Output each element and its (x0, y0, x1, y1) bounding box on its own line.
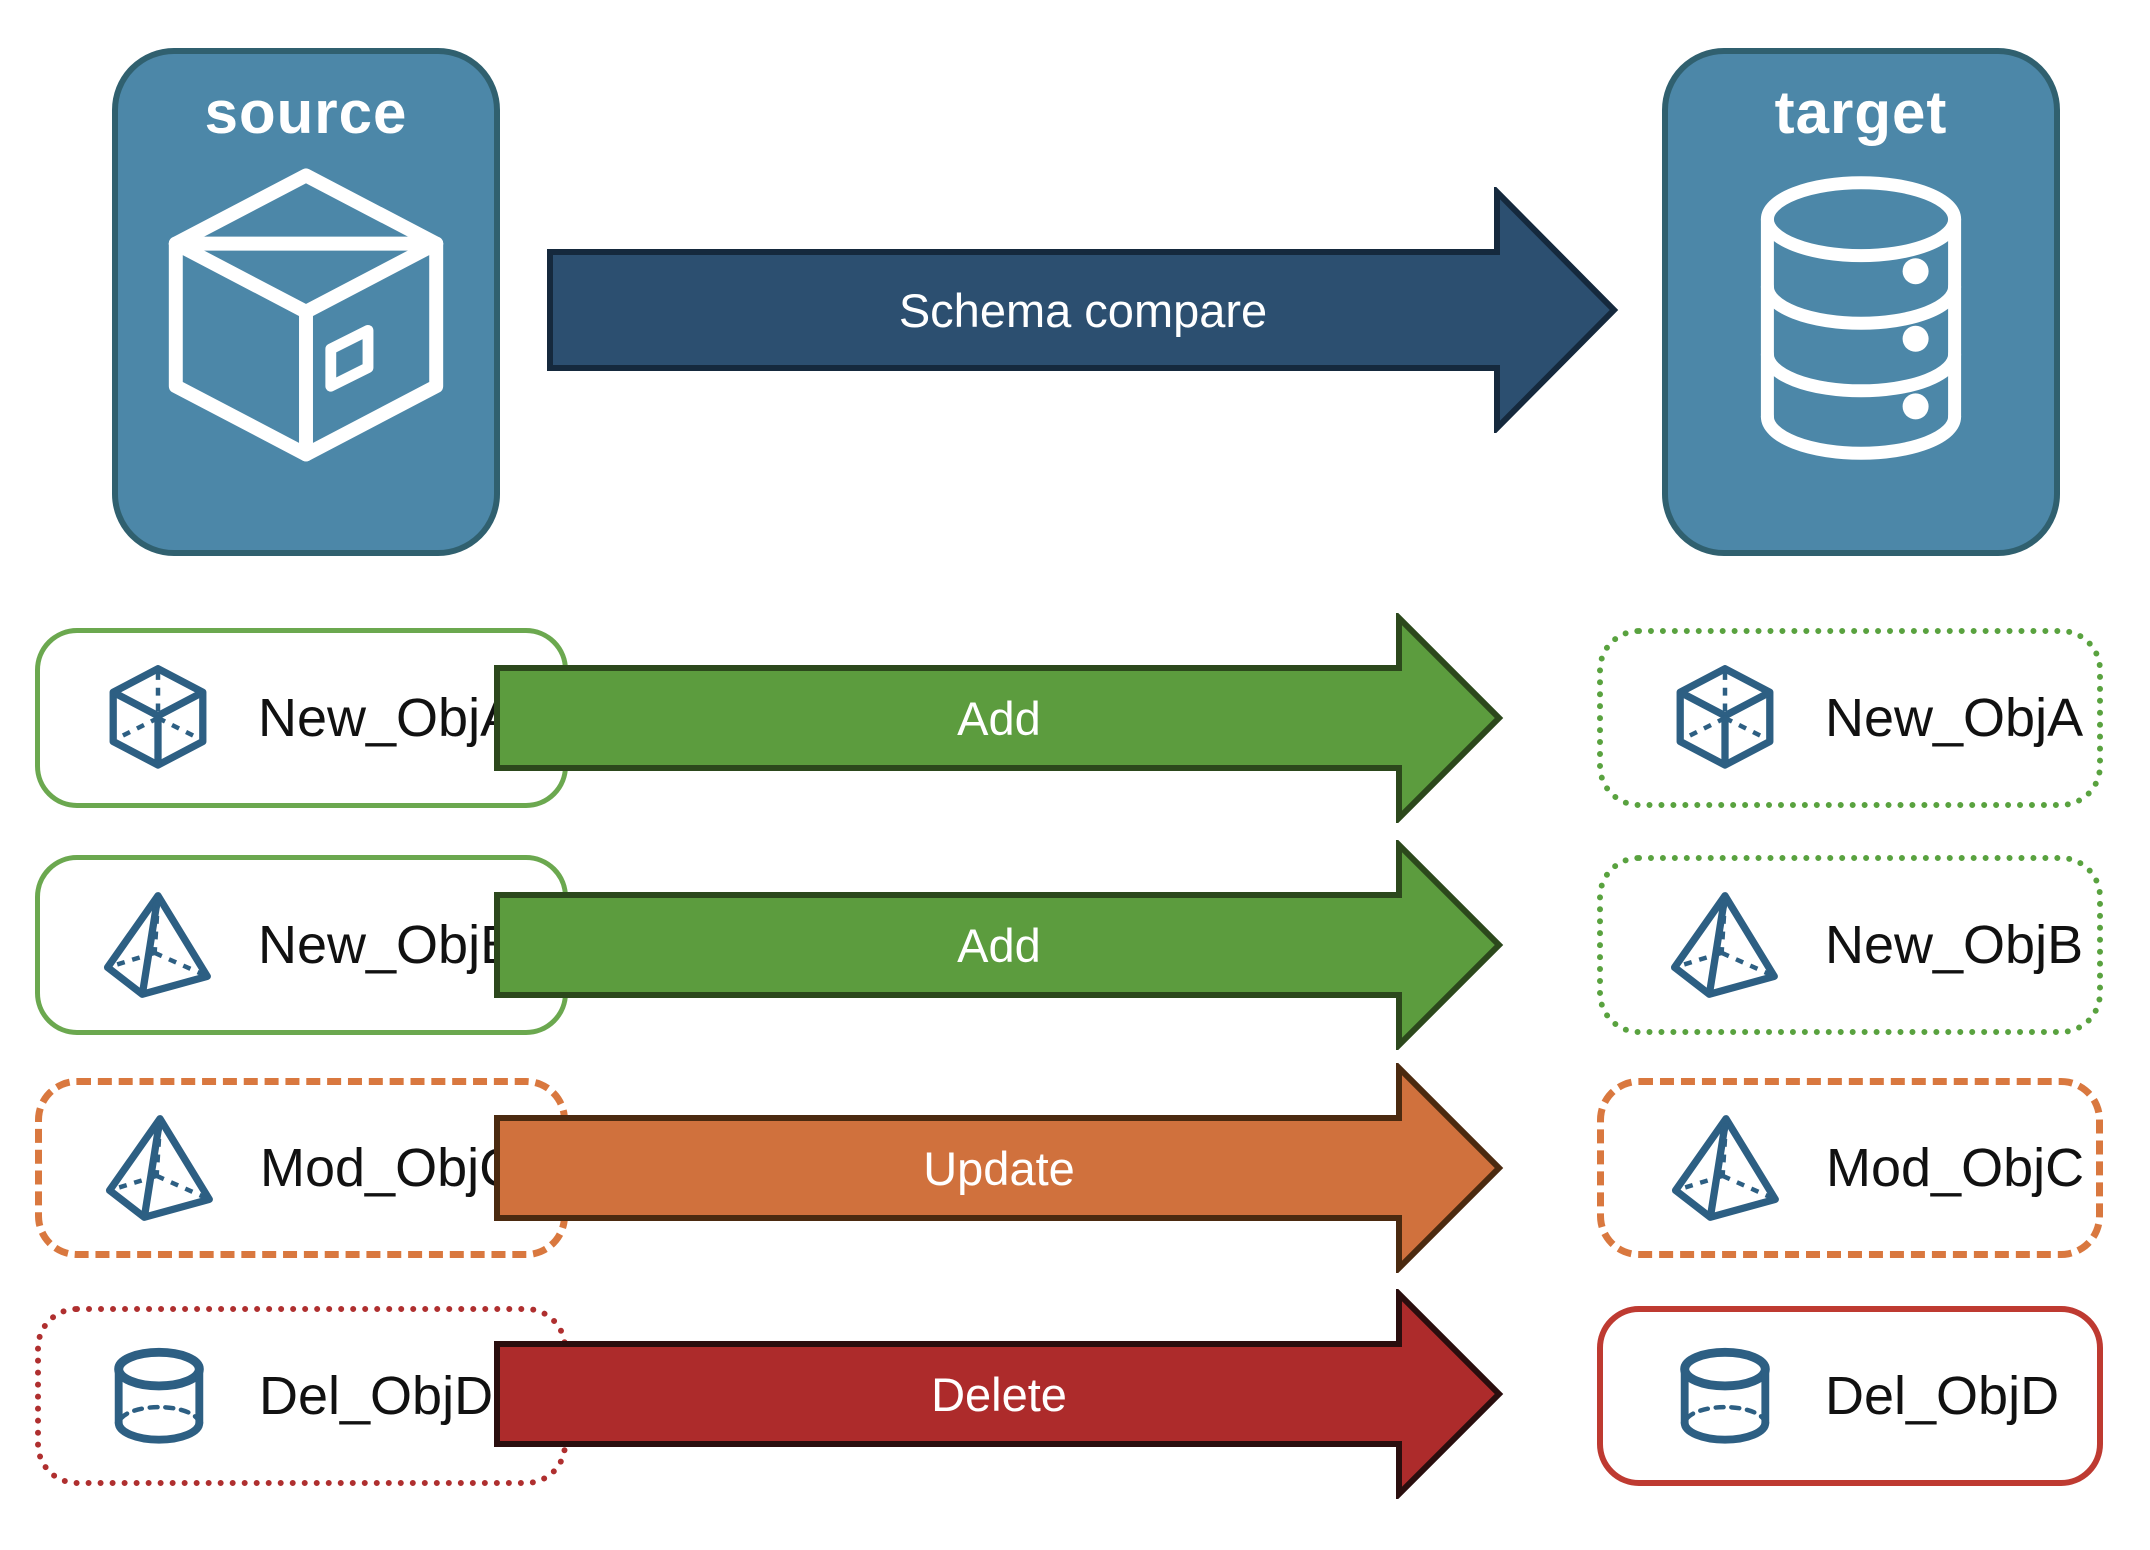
schema-compare-arrow-shape (547, 187, 1619, 433)
update-arrow-shape (494, 1063, 1504, 1273)
pyramid-icon (1670, 1112, 1782, 1224)
object-label: New_ObjA (1825, 688, 2084, 748)
action-label: Add (957, 918, 1041, 972)
pyramid-icon (1669, 889, 1781, 1001)
target-object-box-new-objb: New_ObjB (1597, 855, 2103, 1035)
add-arrow-row-2: Add (494, 840, 1504, 1050)
package-icon (151, 163, 461, 473)
object-label: New_ObjA (258, 688, 517, 748)
source-object-box-del-objd: Del_ObjD (35, 1306, 568, 1486)
object-label: Mod_ObjC (260, 1138, 519, 1198)
database-icon (1731, 159, 1991, 477)
target-object-box-mod-objc: Mod_ObjC (1597, 1078, 2103, 1258)
object-label: New_ObjB (1825, 915, 2084, 975)
object-label: New_ObjB (258, 915, 517, 975)
source-object-box-new-objb: New_ObjB (35, 855, 568, 1035)
object-label: Del_ObjD (1825, 1366, 2060, 1426)
update-arrow: Update (494, 1063, 1504, 1273)
cube-icon (1669, 662, 1781, 774)
source-object-box-new-obja: New_ObjA (35, 628, 568, 808)
delete-arrow-shape (494, 1289, 1504, 1499)
action-label: Update (923, 1141, 1075, 1195)
pyramid-icon (104, 1112, 216, 1224)
source-title: source (204, 79, 408, 146)
delete-arrow: Delete (494, 1289, 1504, 1499)
object-label: Mod_ObjC (1826, 1138, 2085, 1198)
source-node: source (112, 48, 500, 556)
add-arrow-shape (494, 613, 1504, 823)
target-object-box-del-objd: Del_ObjD (1597, 1306, 2103, 1486)
target-object-box-new-obja: New_ObjA (1597, 628, 2103, 808)
add-arrow-shape (494, 840, 1504, 1050)
source-object-box-mod-objc: Mod_ObjC (35, 1078, 568, 1258)
cylinder-icon (103, 1340, 215, 1452)
schema-compare-label: Schema compare (898, 283, 1268, 337)
add-arrow-row-1: Add (494, 613, 1504, 823)
cube-icon (102, 662, 214, 774)
object-label: Del_ObjD (259, 1366, 494, 1426)
cylinder-icon (1669, 1340, 1781, 1452)
action-label: Add (957, 691, 1041, 745)
pyramid-icon (102, 889, 214, 1001)
schema-compare-arrow: Schema compare (547, 187, 1619, 433)
target-title: target (1774, 79, 1948, 146)
action-label: Delete (931, 1367, 1067, 1421)
target-node: target (1662, 48, 2060, 556)
